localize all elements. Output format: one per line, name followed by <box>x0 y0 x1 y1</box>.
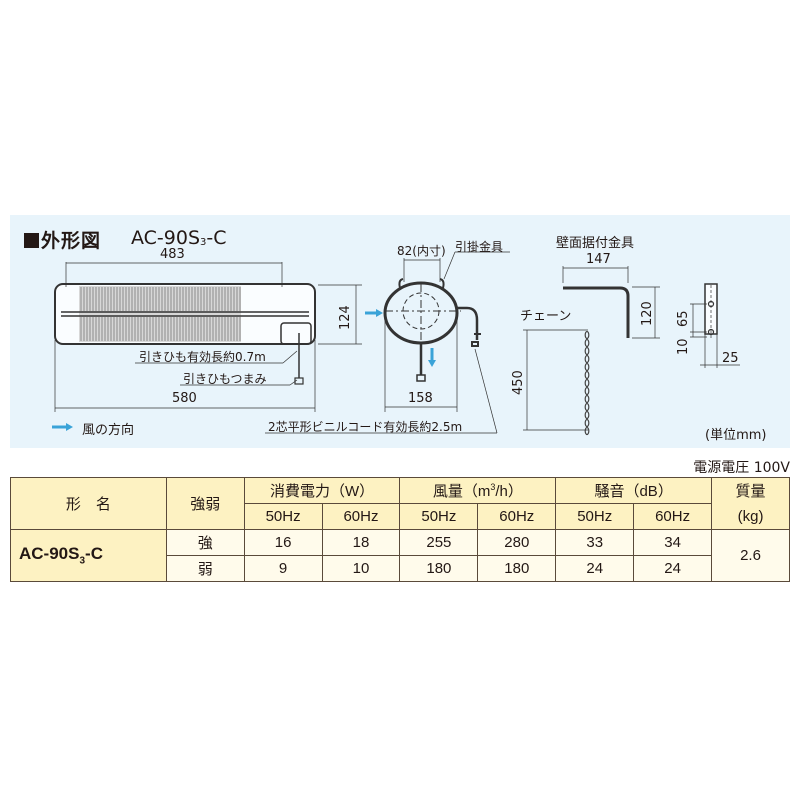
header-power: 消費電力（W） <box>243 477 401 504</box>
mass-cell: 2.6 <box>711 529 790 582</box>
header-mass: 質量 <box>711 477 790 504</box>
noise-60-cell: 24 <box>633 555 713 582</box>
header-strength: 強弱 <box>165 477 245 530</box>
header-power-50hz: 50Hz <box>243 503 323 530</box>
strength-cell: 弱 <box>165 555 245 582</box>
header-noise-50hz: 50Hz <box>555 503 635 530</box>
header-airflow: 風量（m3/h） <box>399 477 557 504</box>
dim-10: 10 <box>676 338 691 355</box>
label-pull-cord-knob: 引きひもつまみ <box>183 372 267 386</box>
header-airflow-50hz: 50Hz <box>399 503 479 530</box>
dim-124: 124 <box>338 305 353 330</box>
spec-table: 形 名 強弱 消費電力（W） 風量（m3/h） 騒音（dB） 質量 50Hz 6… <box>10 477 790 582</box>
dim-65: 65 <box>676 310 691 327</box>
header-power-60hz: 60Hz <box>321 503 401 530</box>
power-50-cell: 9 <box>243 555 323 582</box>
label-power-cord: 2芯平形ビニルコード有効長約2.5m <box>268 420 463 434</box>
table-subheader-row: 50Hz 60Hz 50Hz 60Hz 50Hz 60Hz (kg) <box>11 503 790 530</box>
dim-158: 158 <box>408 391 433 406</box>
dim-82-inner: 82(内寸) <box>397 244 446 258</box>
header-model: 形 名 <box>10 477 167 530</box>
square-bullet-icon <box>24 233 39 248</box>
label-wall-bracket: 壁面据付金具 <box>556 236 635 251</box>
label-chain: チェーン <box>520 309 572 324</box>
dim-25: 25 <box>722 351 739 366</box>
header-noise-60hz: 60Hz <box>633 503 713 530</box>
table-row: 弱 9 10 180 180 24 24 <box>11 555 790 582</box>
dim-147: 147 <box>586 252 611 267</box>
model-name-cell: AC-90S3-C <box>10 529 167 582</box>
strength-cell: 強 <box>165 529 245 556</box>
noise-50-cell: 24 <box>555 555 635 582</box>
noise-50-cell: 33 <box>555 529 635 556</box>
air-60-cell: 280 <box>477 529 557 556</box>
dim-580: 580 <box>172 391 197 406</box>
air-50-cell: 180 <box>399 555 479 582</box>
label-unit: (単位mm) <box>705 428 767 443</box>
power-60-cell: 10 <box>321 555 401 582</box>
header-noise: 騒音（dB） <box>555 477 713 504</box>
noise-60-cell: 34 <box>633 529 713 556</box>
header-mass-unit: (kg) <box>711 503 790 530</box>
power-50-cell: 16 <box>243 529 323 556</box>
header-airflow-60hz: 60Hz <box>477 503 557 530</box>
power-60-cell: 18 <box>321 529 401 556</box>
label-hook-bracket: 引掛金具 <box>455 240 504 254</box>
air-60-cell: 180 <box>477 555 557 582</box>
voltage-note: 電源電圧 100V <box>693 460 790 476</box>
table-header-row: 形 名 強弱 消費電力（W） 風量（m3/h） 騒音（dB） 質量 <box>10 477 790 530</box>
air-50-cell: 255 <box>399 529 479 556</box>
dim-483: 483 <box>160 247 185 262</box>
table-row: AC-90S3-C 強 16 18 255 280 33 34 2.6 <box>10 529 790 582</box>
label-wind-direction: 風の方向 <box>82 423 135 438</box>
dim-120: 120 <box>640 301 655 326</box>
dim-450: 450 <box>511 370 526 395</box>
label-pull-cord-length: 引きひも有効長約0.7m <box>139 350 266 364</box>
drawing-model-name: AC-90S3-C <box>131 227 227 249</box>
section-title: 外形図 <box>24 226 101 253</box>
